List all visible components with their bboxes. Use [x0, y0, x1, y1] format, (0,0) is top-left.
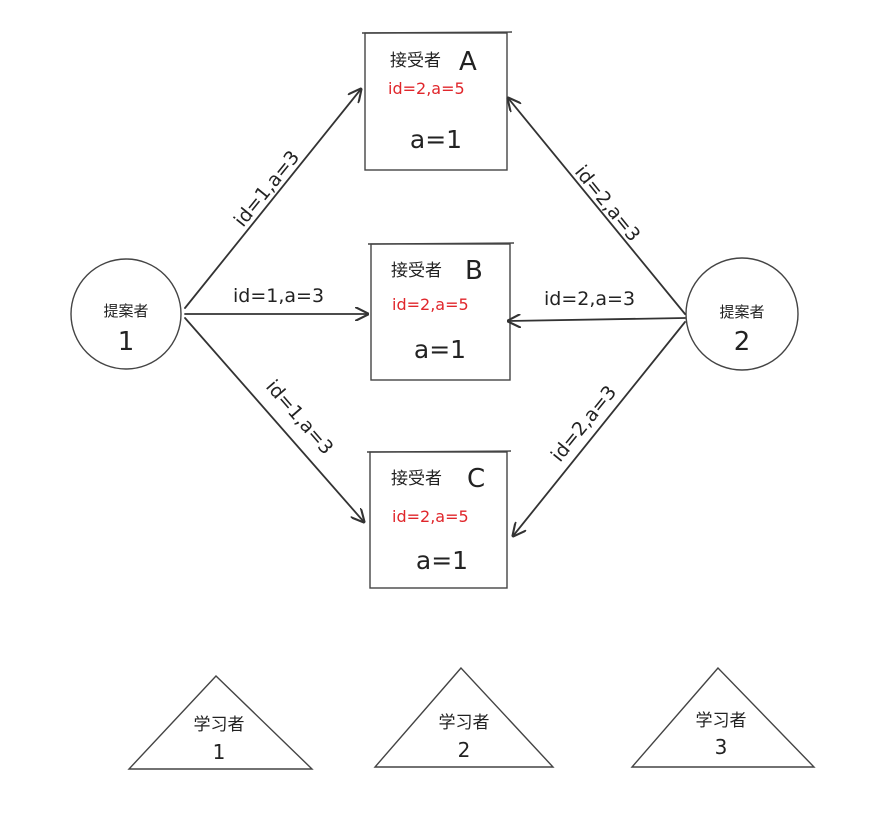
- acceptor-c-box: 接受者 C id=2,a=5 a=1: [366, 450, 512, 589]
- proposer-2-role: 提案者: [719, 303, 764, 321]
- arrow-p1-to-c: [184, 317, 364, 522]
- acceptor-c-promise: id=2,a=5: [392, 507, 469, 526]
- learner-1-node: 学习者 1: [127, 675, 314, 770]
- learner-1-role: 学习者: [194, 715, 245, 735]
- acceptor-c-role: 接受者: [391, 469, 442, 489]
- proposer-1-number: 1: [118, 327, 135, 357]
- label-p1-to-b: id=1,a=3: [233, 285, 324, 307]
- label-p1-to-a: id=1,a=3: [230, 147, 304, 232]
- proposer-2-node: 提案者 2: [685, 257, 799, 371]
- proposer-2-number: 2: [734, 327, 751, 357]
- label-p2-to-c: id=2,a=3: [547, 382, 621, 467]
- acceptor-b-letter: B: [465, 256, 483, 286]
- label-p2-to-a: id=2,a=3: [570, 161, 644, 246]
- arrow-p2-to-a: [508, 98, 686, 315]
- learner-3-role: 学习者: [696, 711, 747, 731]
- learner-3-number: 3: [715, 735, 728, 759]
- learner-1-number: 1: [213, 740, 226, 764]
- arrow-p2-to-c: [513, 321, 686, 536]
- proposer-1-node: 提案者 1: [70, 258, 182, 370]
- acceptor-a-promise: id=2,a=5: [388, 79, 465, 98]
- arrow-p2-to-b: [508, 318, 686, 321]
- label-p2-to-b: id=2,a=3: [544, 288, 635, 310]
- acceptor-a-role: 接受者: [390, 51, 441, 71]
- learner-2-role: 学习者: [439, 713, 490, 733]
- acceptor-b-accepted: a=1: [414, 335, 466, 364]
- acceptor-a-box: 接受者 A id=2,a=5 a=1: [361, 31, 513, 171]
- acceptor-b-promise: id=2,a=5: [392, 295, 469, 314]
- proposer-1-role: 提案者: [103, 302, 148, 320]
- acceptor-c-accepted: a=1: [416, 546, 468, 575]
- acceptor-a-accepted: a=1: [410, 125, 462, 154]
- learner-2-node: 学习者 2: [373, 666, 555, 768]
- learner-3-node: 学习者 3: [630, 666, 816, 768]
- acceptor-b-role: 接受者: [391, 261, 442, 281]
- acceptor-c-letter: C: [467, 464, 485, 494]
- acceptor-a-letter: A: [459, 47, 477, 77]
- learner-2-number: 2: [458, 738, 471, 762]
- arrow-p1-to-a: [184, 89, 361, 309]
- acceptor-b-box: 接受者 B id=2,a=5 a=1: [367, 242, 515, 381]
